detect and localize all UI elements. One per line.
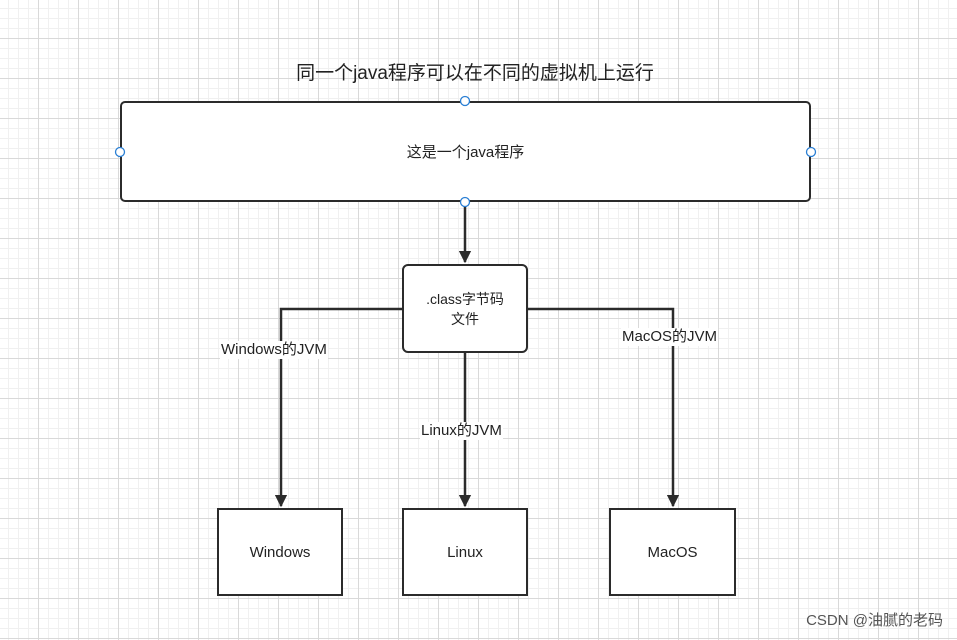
class-file-label-line1: .class字节码: [426, 290, 504, 307]
edge-class-to-macos[interactable]: [528, 307, 680, 508]
macos-jvm-label: MacOS的JVM: [621, 328, 719, 346]
windows-jvm-label: Windows的JVM: [220, 341, 328, 359]
windows-node[interactable]: Windows: [217, 508, 343, 596]
java-program-node[interactable]: 这是一个java程序: [120, 101, 811, 202]
macos-node[interactable]: MacOS: [609, 508, 736, 596]
java-program-label: 这是一个java程序: [406, 144, 525, 161]
macos-label: MacOS: [647, 543, 698, 561]
linux-label: Linux: [447, 543, 483, 561]
windows-label: Windows: [249, 543, 311, 561]
linux-node[interactable]: Linux: [402, 508, 528, 596]
class-file-node[interactable]: .class字节码 文件: [402, 264, 528, 353]
class-file-label-line2: 文件: [450, 310, 479, 327]
watermark-text: CSDN @油腻的老码: [806, 612, 943, 629]
edge-class-to-windows[interactable]: [274, 307, 402, 508]
diagram-title: 同一个java程序可以在不同的虚拟机上运行: [296, 63, 654, 84]
linux-jvm-label: Linux的JVM: [420, 422, 503, 440]
